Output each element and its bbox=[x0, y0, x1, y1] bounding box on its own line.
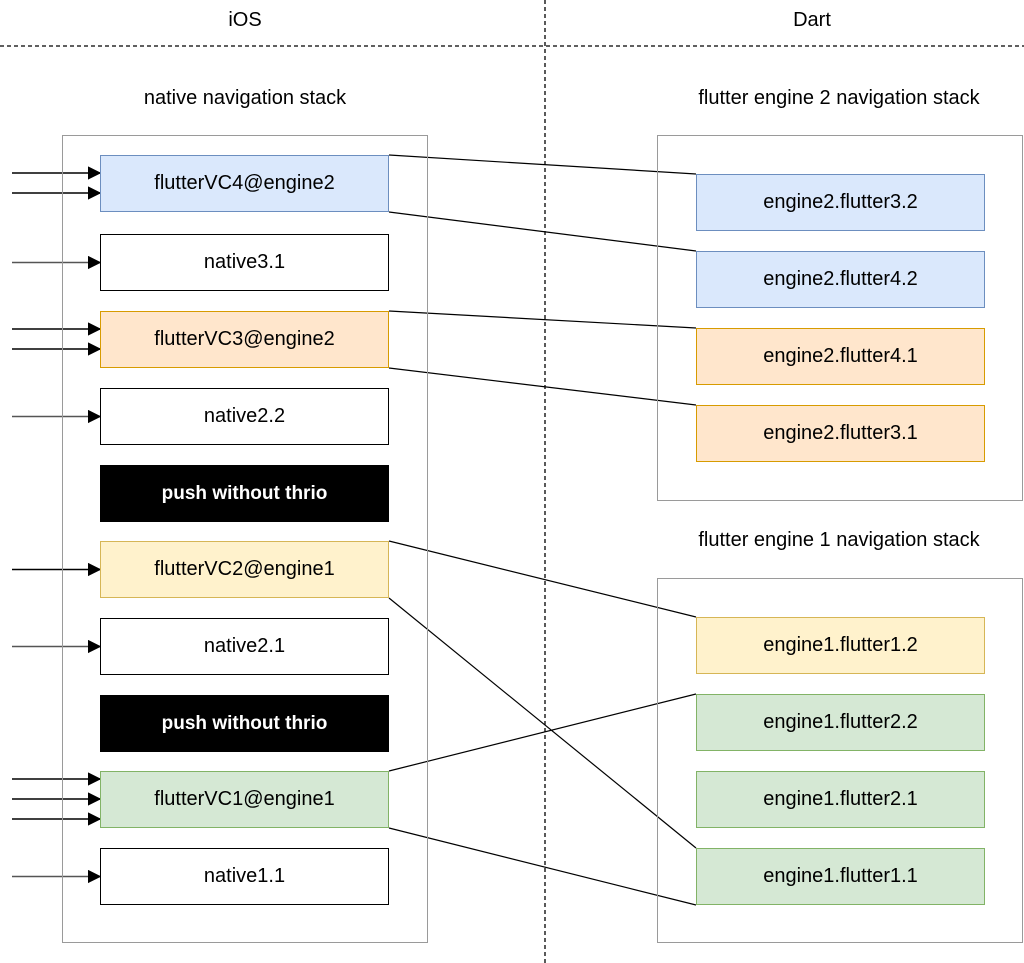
link-line-fluttervc2-engine1-to-engine1-flutter1-1 bbox=[388, 597, 697, 849]
engine1-node-engine1-flutter2-2: engine1.flutter2.2 bbox=[696, 694, 985, 751]
native-node-native1-1: native1.1 bbox=[100, 848, 389, 905]
engine2-node-engine2-flutter3-1: engine2.flutter3.1 bbox=[696, 405, 985, 462]
engine2-node-engine2-flutter4-1: engine2.flutter4.1 bbox=[696, 328, 985, 385]
link-line-fluttervc2-engine1-to-engine1-flutter1-2 bbox=[388, 540, 697, 618]
link-line-fluttervc1-engine1-to-engine1-flutter2-2 bbox=[388, 693, 697, 772]
engine1-node-engine1-flutter1-2: engine1.flutter1.2 bbox=[696, 617, 985, 674]
native-stack-title: native navigation stack bbox=[143, 87, 347, 109]
native-node-fluttervc1-engine1: flutterVC1@engine1 bbox=[100, 771, 389, 828]
native-node-fluttervc3-engine2: flutterVC3@engine2 bbox=[100, 311, 389, 368]
engine1-node-engine1-flutter1-1: engine1.flutter1.1 bbox=[696, 848, 985, 905]
link-lines bbox=[388, 154, 697, 906]
native-stack-panel bbox=[62, 135, 428, 943]
link-line-fluttervc3-engine2-to-engine2-flutter4-1 bbox=[388, 310, 697, 329]
native-node-native3-1: native3.1 bbox=[100, 234, 389, 291]
engine1-stack-title: flutter engine 1 navigation stack bbox=[698, 529, 980, 551]
native-node-fluttervc4-engine2: flutterVC4@engine2 bbox=[100, 155, 389, 212]
link-line-fluttervc4-engine2-to-engine2-flutter3-2 bbox=[388, 154, 697, 175]
engine2-stack-panel bbox=[657, 135, 1023, 501]
link-line-fluttervc3-engine2-to-engine2-flutter3-1 bbox=[388, 367, 697, 406]
engine1-stack-panel bbox=[657, 578, 1023, 943]
native-node-push-without-thrio: push without thrio bbox=[100, 695, 389, 752]
engine2-node-engine2-flutter4-2: engine2.flutter4.2 bbox=[696, 251, 985, 308]
dart-column-header: Dart bbox=[793, 9, 831, 31]
engine1-node-engine1-flutter2-1: engine1.flutter2.1 bbox=[696, 771, 985, 828]
engine2-node-engine2-flutter3-2: engine2.flutter3.2 bbox=[696, 174, 985, 231]
native-node-native2-1: native2.1 bbox=[100, 618, 389, 675]
incoming-arrows bbox=[12, 166, 102, 884]
native-node-push-without-thrio: push without thrio bbox=[100, 465, 389, 522]
engine2-stack-title: flutter engine 2 navigation stack bbox=[698, 87, 980, 109]
native-node-fluttervc2-engine1: flutterVC2@engine1 bbox=[100, 541, 389, 598]
ios-column-header: iOS bbox=[228, 9, 262, 31]
link-line-fluttervc1-engine1-to-engine1-flutter1-1 bbox=[388, 827, 697, 906]
link-line-fluttervc4-engine2-to-engine2-flutter4-2 bbox=[388, 211, 697, 252]
native-node-native2-2: native2.2 bbox=[100, 388, 389, 445]
